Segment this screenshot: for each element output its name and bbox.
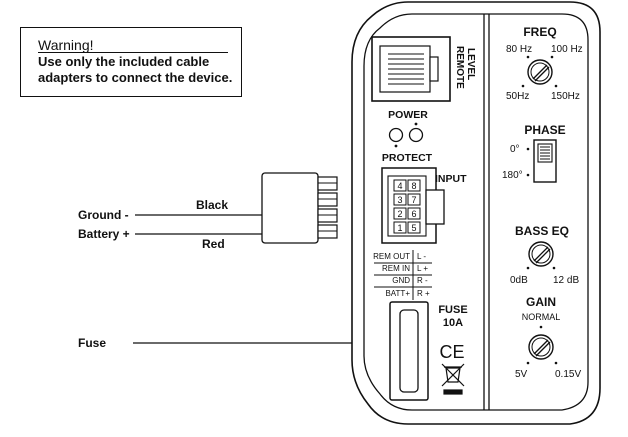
freq-title: FREQ <box>523 25 556 39</box>
pin-3: 3 <box>397 195 402 205</box>
knob-icon <box>528 334 554 360</box>
ce-mark-icon: CE <box>439 342 464 362</box>
gain-mark-015v: 0.15V <box>555 369 581 380</box>
warning-title: Warning! <box>38 37 94 53</box>
warning-text: Use only the included cable adapters to … <box>38 54 238 86</box>
bass-eq-title: BASS EQ <box>515 224 569 238</box>
remote-label: REMOTE <box>454 46 465 89</box>
rj45-port-icon <box>371 36 451 102</box>
level-label: LEVEL <box>465 48 476 80</box>
pin-4: 4 <box>397 181 402 191</box>
led-icon <box>408 127 424 143</box>
ground-label: Ground - <box>78 208 129 222</box>
pin-l-minus: L - <box>417 252 426 261</box>
pin-8: 8 <box>411 181 416 191</box>
warning-underline <box>38 52 228 53</box>
freq-mark-50hz: 50Hz <box>506 91 529 102</box>
freq-mark-100hz: 100 Hz <box>551 44 583 55</box>
warning-line-1: Use only the included cable <box>38 54 210 69</box>
weee-bin-icon <box>441 363 465 395</box>
pin-table: REM OUT REM IN GND BATT+ L - L + R - R + <box>373 250 432 300</box>
fuse-rating: 10A <box>443 317 463 329</box>
bass-eq-mark-0db: 0dB <box>510 275 528 286</box>
knob-icon <box>527 59 553 85</box>
slide-switch-icon <box>533 139 557 183</box>
bass-eq-mark-12db: 12 dB <box>553 275 579 286</box>
red-wire-label: Red <box>202 237 225 251</box>
gain-title: GAIN <box>526 295 556 309</box>
black-wire-label: Black <box>196 198 228 212</box>
fuse-holder <box>389 301 429 401</box>
pin-1: 1 <box>397 223 402 233</box>
phase-mark-0: 0° <box>510 144 520 155</box>
freq-mark-80hz: 80 Hz <box>506 44 532 55</box>
pin-5: 5 <box>411 223 416 233</box>
phase-title: PHASE <box>524 123 565 137</box>
pin-2: 2 <box>397 209 402 219</box>
warning-box: Warning! Use only the included cable ada… <box>20 27 242 97</box>
pin-6: 6 <box>411 209 416 219</box>
wiring-group: Ground - Battery + Black Red Fuse <box>78 172 412 350</box>
phase-mark-180: 180° <box>502 170 523 181</box>
input-label: INPUT <box>435 173 467 185</box>
pin-gnd: GND <box>392 276 410 285</box>
led-icon <box>388 127 404 143</box>
fuse-title: FUSE <box>438 304 467 316</box>
pin-rem-in: REM IN <box>382 264 410 273</box>
pin-l-plus: L + <box>417 264 428 273</box>
gain-subtitle: NORMAL <box>522 312 561 322</box>
warning-line-2: adapters to connect the device. <box>38 70 233 85</box>
pin-batt: BATT+ <box>385 289 410 298</box>
pin-7: 7 <box>411 195 416 205</box>
pin-r-plus: R + <box>417 289 430 298</box>
plug-icon <box>261 172 338 244</box>
battery-label: Battery + <box>78 227 130 241</box>
power-label: POWER <box>388 109 428 121</box>
fuse-label: Fuse <box>78 336 106 350</box>
freq-mark-150hz: 150Hz <box>551 91 580 102</box>
input-connector: 4 8 3 7 2 6 1 5 <box>381 167 445 244</box>
protect-label: PROTECT <box>382 152 433 164</box>
gain-mark-5v: 5V <box>515 369 528 380</box>
knob-icon <box>528 241 554 267</box>
pin-r-minus: R - <box>417 276 428 285</box>
pin-rem-out: REM OUT <box>373 252 410 261</box>
